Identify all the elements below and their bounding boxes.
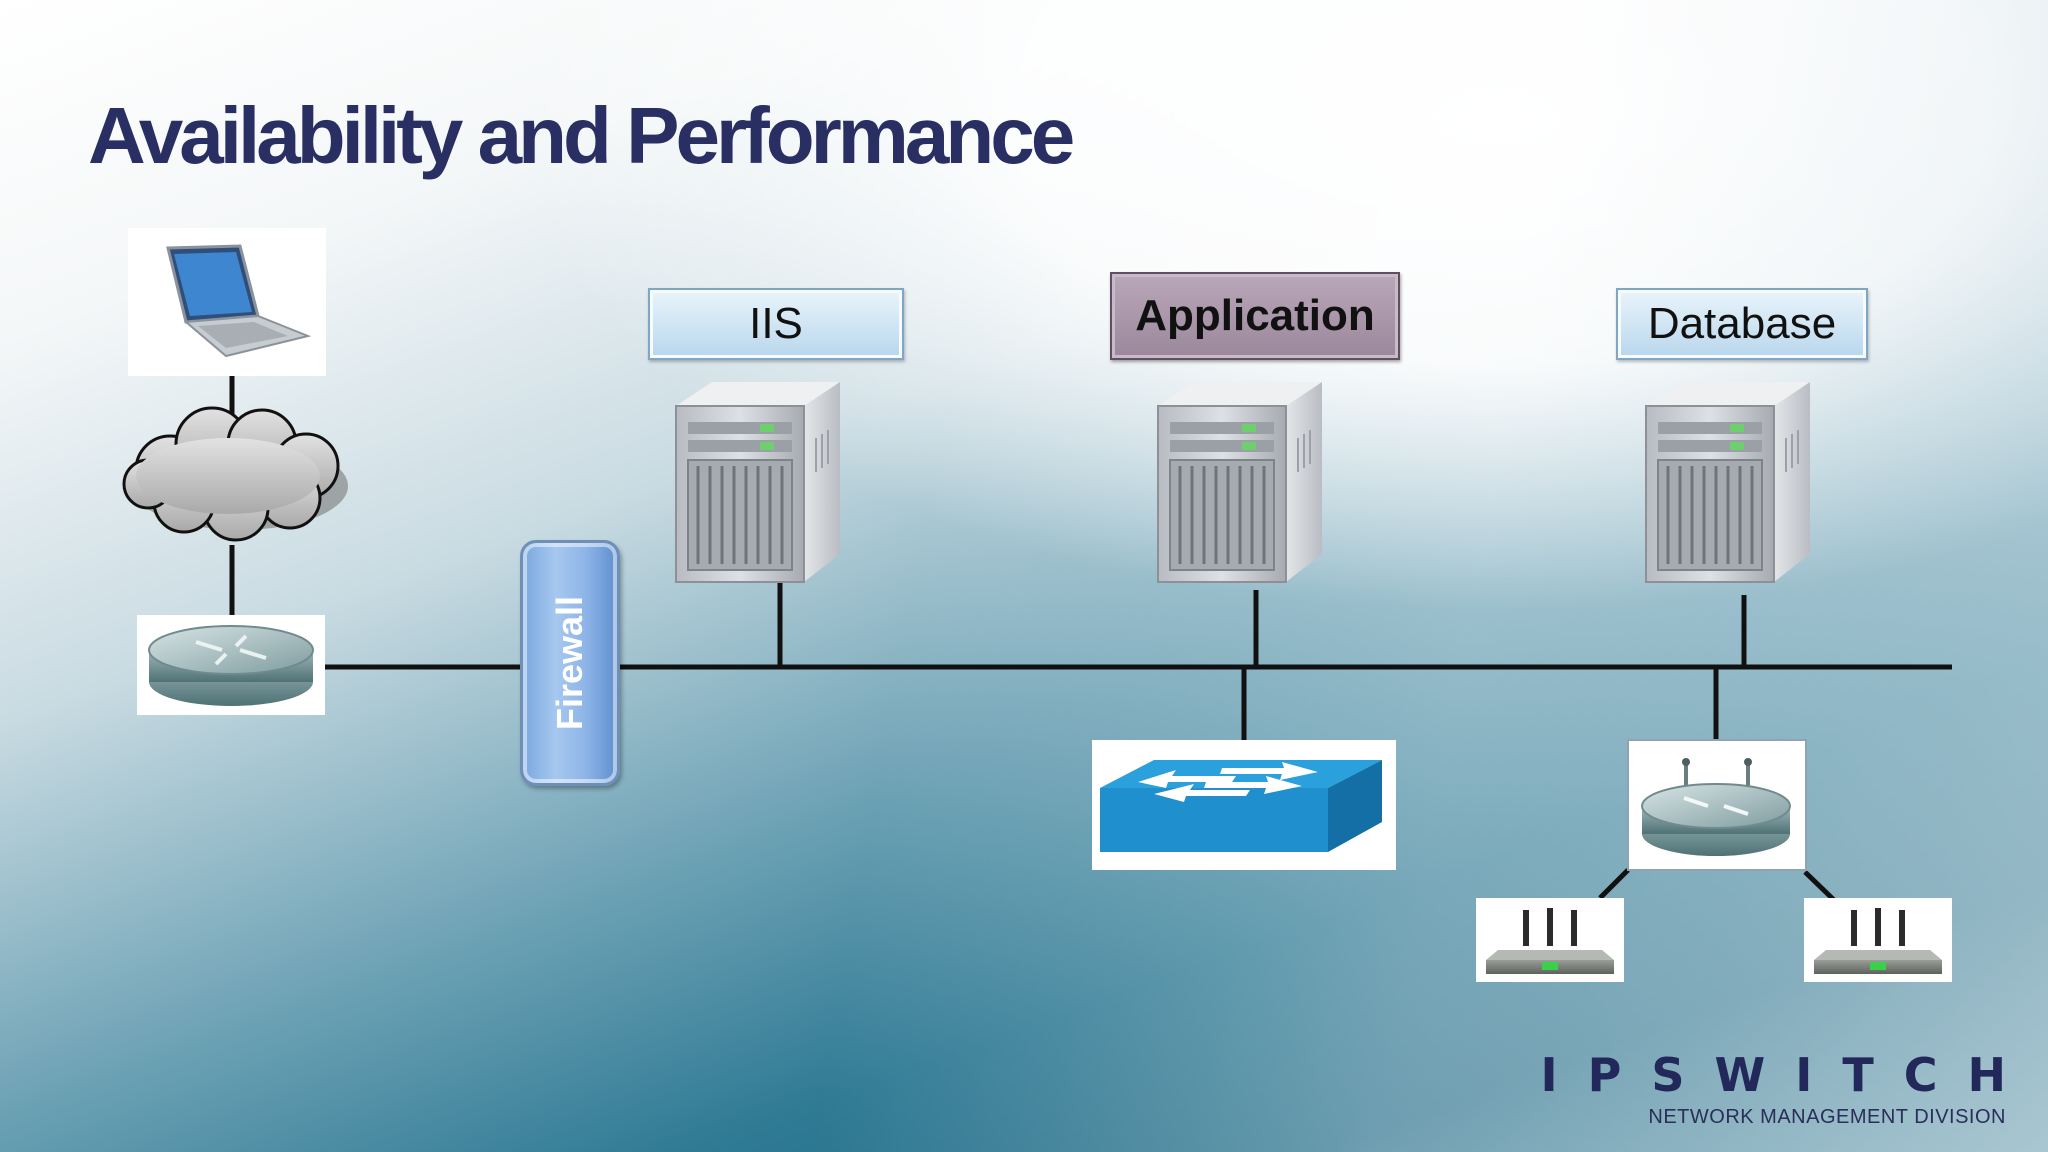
laptop-icon: [128, 228, 326, 376]
cloud-icon: [122, 406, 348, 542]
wireless-router-icon: [1627, 739, 1807, 871]
firewall-label: Firewall: [549, 595, 590, 731]
application-label: Application: [1110, 272, 1400, 360]
logo-name: IPSWITCH: [1540, 1048, 2036, 1102]
connection-lines: [229, 376, 1952, 902]
access-point-icon: [1476, 898, 1952, 982]
logo-tagline: NETWORK MANAGEMENT DIVISION: [1648, 1106, 2006, 1128]
iis-label: IIS: [648, 288, 904, 360]
server-icon: [675, 382, 1810, 583]
database-label: Database: [1616, 288, 1868, 360]
ipswitch-logo: IPSWITCH NETWORK MANAGEMENT DIVISION: [1541, 1052, 2006, 1129]
router-icon: [137, 615, 325, 715]
firewall-icon: Firewall: [520, 540, 620, 786]
switch-icon: [1092, 740, 1396, 870]
slide-title: Availability and Performance: [88, 91, 1075, 180]
